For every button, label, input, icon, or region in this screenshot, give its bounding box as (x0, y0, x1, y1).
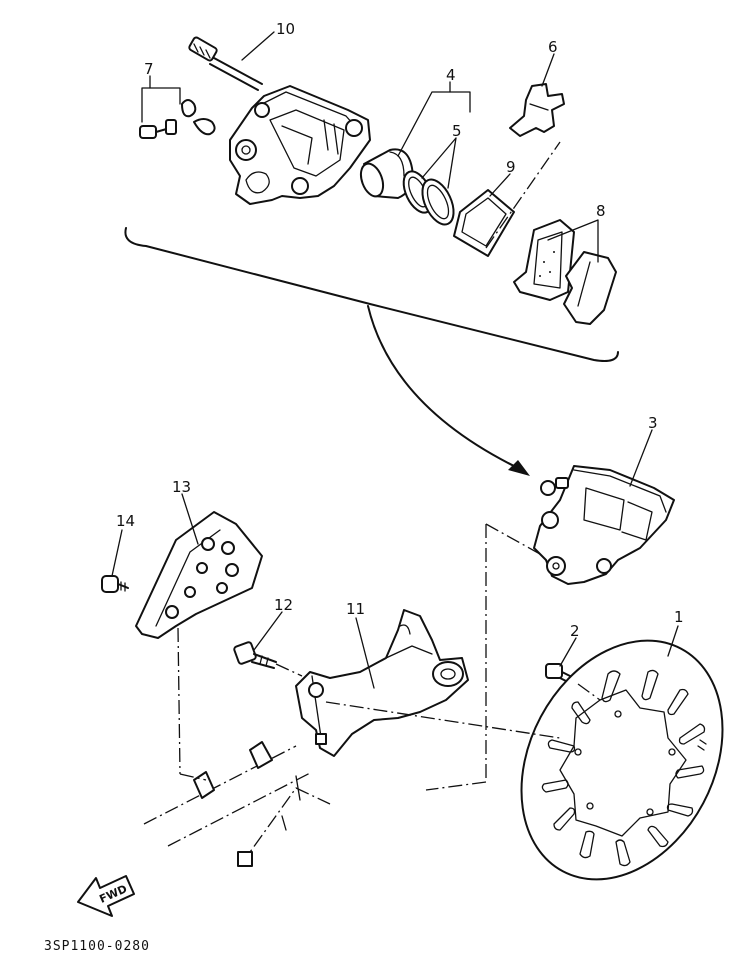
caliper-bracket (295, 609, 469, 757)
callout-8: 8 (596, 202, 606, 220)
callout-3: 3 (648, 414, 658, 432)
guard-bolt (101, 575, 129, 593)
callout-9: 9 (506, 158, 516, 176)
caliper-pin-bolt (188, 36, 263, 91)
callout-13: 13 (172, 478, 191, 496)
lower-leaders (111, 429, 679, 689)
caliper-body-exploded (229, 85, 371, 205)
callout-10: 10 (276, 20, 295, 38)
forward-direction-arrow: FWD (77, 875, 135, 917)
brake-pads (513, 219, 617, 325)
group-brace (124, 227, 619, 362)
pad-insulator (453, 189, 515, 257)
brake-disc (520, 639, 724, 881)
piston-seals (402, 170, 455, 226)
callout-14: 14 (116, 512, 135, 530)
callout-2: 2 (570, 622, 580, 640)
pad-alignment-line (485, 141, 561, 249)
pad-support (509, 83, 565, 137)
callout-labels: 10 7 4 5 6 9 8 3 13 14 12 11 2 1 (116, 20, 684, 640)
callout-11: 11 (346, 600, 365, 618)
assembly-arrow (367, 305, 530, 476)
bleed-screw (139, 99, 216, 139)
caliper-guard (135, 511, 263, 639)
upper-leaders (141, 31, 599, 263)
callout-7: 7 (144, 60, 154, 78)
bracket-bolt (233, 641, 277, 669)
caliper-assembly (533, 465, 675, 585)
callout-12: 12 (274, 596, 293, 614)
lower-alignment-lines (177, 523, 601, 791)
drawing-code: 3SP1100-0280 (44, 939, 150, 954)
callout-4: 4 (446, 66, 456, 84)
callout-5: 5 (452, 122, 462, 140)
callout-1: 1 (674, 608, 684, 626)
callout-6: 6 (548, 38, 558, 56)
caliper-piston (359, 148, 414, 199)
swingarm-outline (143, 741, 331, 867)
